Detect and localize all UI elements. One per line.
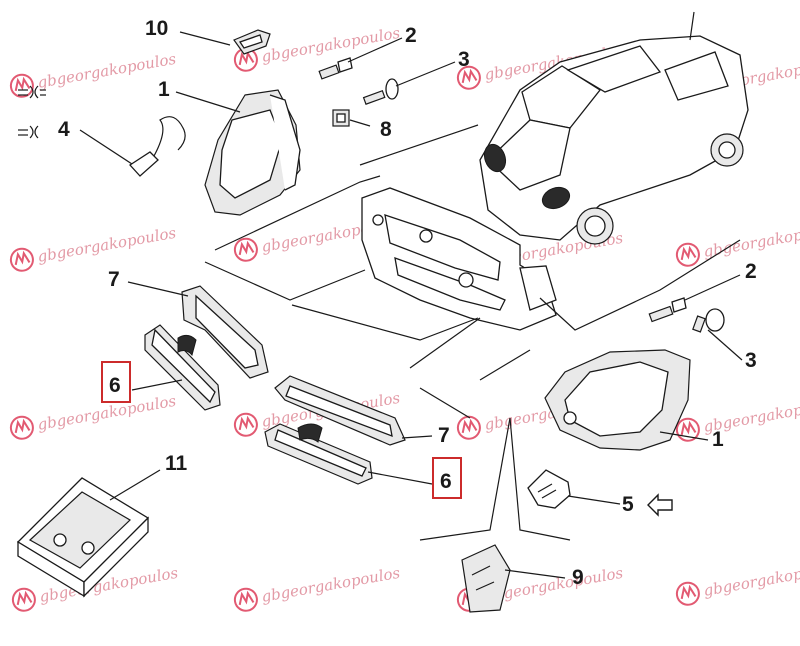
highlight-box-6-right xyxy=(432,457,462,499)
bulb-5 xyxy=(527,469,571,509)
headlamp-right xyxy=(544,349,691,451)
clip-10 xyxy=(233,29,271,55)
highlight-box-6-left xyxy=(101,361,131,403)
screw-2-top xyxy=(318,57,353,80)
watermark: gbgeorgakopoulos xyxy=(675,394,800,442)
watermark-text: gbgeorgakopoulos xyxy=(260,24,402,66)
headlight-beam-icon xyxy=(18,85,46,139)
watermark-text: gbgeorgakopoulos xyxy=(36,392,178,434)
clip-8 xyxy=(332,109,350,127)
car-illustration xyxy=(479,11,749,245)
drl-lamp-6-right xyxy=(264,423,373,485)
watermark-text: gbgeorgakopoulos xyxy=(260,564,402,606)
headlamp-left xyxy=(204,89,301,216)
callout-11: 11 xyxy=(165,452,188,475)
callout-4: 4 xyxy=(58,118,70,141)
bulb-kit-box-11 xyxy=(16,477,150,598)
callout-1-right: 1 xyxy=(712,428,724,451)
callout-3-right: 3 xyxy=(745,349,757,372)
callout-numbers: 10 2 3 1 4 8 7 6 2 3 1 7 6 5 11 9 xyxy=(58,17,757,589)
left-arrow-outline-icon xyxy=(647,493,673,517)
callout-6-right: 6 xyxy=(440,470,452,493)
watermark: gbgeorgakopoulos xyxy=(9,224,178,272)
bracket-plate-9 xyxy=(461,544,511,613)
callout-10: 10 xyxy=(145,17,168,40)
bracket-7-right xyxy=(274,375,406,446)
callout-8: 8 xyxy=(380,118,392,141)
callout-9: 9 xyxy=(572,566,584,589)
callout-2-right: 2 xyxy=(745,260,757,283)
drl-lamp-6-left xyxy=(144,324,221,411)
callout-5: 5 xyxy=(622,493,634,516)
callout-1-top: 1 xyxy=(158,78,170,101)
watermark-text: gbgeorgakopoulos xyxy=(36,224,178,266)
leader-lines xyxy=(79,31,743,579)
watermark: gbgeorgakopoulos xyxy=(675,558,800,606)
callout-2-top: 2 xyxy=(405,24,417,47)
bolt-3-top xyxy=(362,78,399,105)
front-bumper xyxy=(361,187,557,331)
callout-7-left: 7 xyxy=(108,268,120,291)
bracket-7-left xyxy=(181,285,269,379)
watermark: gbgeorgakopoulos xyxy=(233,564,402,612)
callout-7-middle: 7 xyxy=(438,424,450,447)
watermark-text: gbgeorgakopoulos xyxy=(702,558,800,600)
bulb-socket-4 xyxy=(18,85,186,177)
callout-6-left: 6 xyxy=(109,374,121,397)
bolt-3-right xyxy=(692,308,725,333)
screw-2-right xyxy=(648,297,687,323)
callout-3-top: 3 xyxy=(458,48,470,71)
watermark: gbgeorgakopoulos xyxy=(9,392,178,440)
watermark-text: gbgeorgakopoulos xyxy=(36,50,178,92)
